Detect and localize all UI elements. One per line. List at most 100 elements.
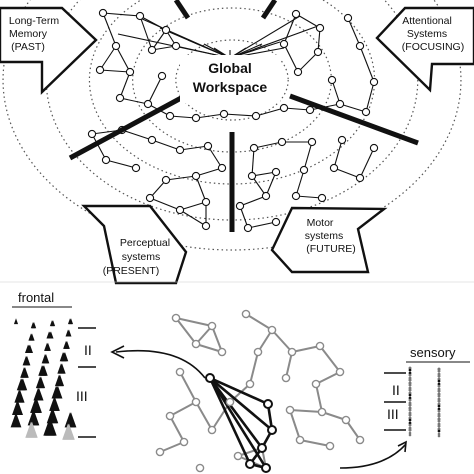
network-node <box>343 13 353 23</box>
frontal-neuron <box>46 331 52 339</box>
network-node <box>361 107 371 117</box>
frontal-layer-ii: II <box>84 342 92 358</box>
network-node <box>271 217 281 227</box>
gray-edge <box>159 441 185 453</box>
sensory-neuron <box>408 378 412 382</box>
gray-node <box>295 435 305 445</box>
gray-node <box>285 405 295 415</box>
network-node <box>175 205 185 215</box>
sensory-neuron <box>408 426 412 430</box>
sensory-neuron <box>408 411 412 415</box>
network-node <box>111 41 121 51</box>
network-edge <box>102 12 141 17</box>
network-node <box>317 193 327 203</box>
sensory-neuron <box>437 414 441 418</box>
sensory-neuron <box>408 403 412 407</box>
perceptual-systems-arrow: Perceptual systems (PRESENT) <box>81 204 188 285</box>
sensory-title: sensory <box>410 345 456 360</box>
frontal-neuron <box>59 352 67 362</box>
dotted-ring <box>2 0 462 251</box>
frontal-neuron <box>38 365 46 376</box>
gray-edge <box>315 371 341 385</box>
network-edge <box>151 139 181 151</box>
network-edge <box>359 45 375 83</box>
sensory-neuron <box>437 399 441 403</box>
network-node <box>95 65 105 75</box>
network-edge <box>207 145 223 169</box>
gray-node <box>165 411 175 421</box>
network-node <box>305 105 315 115</box>
arrow-to-sensory <box>339 443 407 469</box>
network-node <box>235 201 245 211</box>
network-node <box>369 143 379 153</box>
network-edge <box>365 81 375 113</box>
network-edge <box>139 15 153 51</box>
network-edge <box>179 145 209 151</box>
sensory-neuron <box>437 394 441 398</box>
network-node <box>315 23 325 33</box>
spoke-left <box>68 94 185 161</box>
network-node <box>191 113 201 123</box>
frontal-neuron <box>43 419 55 436</box>
sensory-layer-iii: III <box>387 406 399 422</box>
attentional-systems-arrow: Attentional Systems (FOCUSING) <box>375 6 474 93</box>
gray-node <box>253 347 263 357</box>
network-edge <box>115 45 131 73</box>
gray-node <box>287 347 297 357</box>
motor-systems-line3: (FUTURE) <box>306 243 356 255</box>
gray-node <box>179 437 189 447</box>
frontal-neuron <box>14 389 24 403</box>
frontal-neuron <box>25 344 31 353</box>
frontal-neuron <box>33 387 43 401</box>
frontal-neuron <box>49 320 55 327</box>
perceptual-systems-line2: systems <box>122 251 161 263</box>
sensory-neuron <box>408 398 412 402</box>
network-node <box>313 47 323 57</box>
sensory-neuron <box>408 391 412 395</box>
network-edge <box>119 97 149 105</box>
network-edge <box>119 71 131 99</box>
network-node <box>87 129 97 139</box>
network-edge <box>331 79 341 105</box>
gray-edge <box>315 383 323 413</box>
frontal-neuron <box>28 333 34 341</box>
sensory-neuron <box>408 406 412 410</box>
frontal-neuron <box>30 399 40 413</box>
frontal-column: frontal II III <box>10 290 96 440</box>
network-nodes <box>87 8 379 233</box>
gray-node <box>175 367 185 377</box>
workspace-label: Workspace <box>193 79 268 95</box>
network-node <box>203 141 213 151</box>
network-node <box>243 223 253 233</box>
frontal-neuron <box>46 408 58 424</box>
network-node <box>143 99 153 109</box>
network-edge <box>359 147 375 179</box>
sensory-neuron <box>437 429 441 433</box>
gray-node <box>207 425 217 435</box>
sensory-neuron <box>437 402 441 406</box>
gray-edge <box>257 329 273 353</box>
sensory-neuron <box>408 408 412 412</box>
network-node <box>101 155 111 165</box>
black-node <box>263 399 273 409</box>
attentional-systems-line2: Systems <box>407 28 447 40</box>
network-node <box>131 163 141 173</box>
network-node <box>147 135 157 145</box>
network-edge <box>297 51 319 73</box>
network-edge <box>255 107 285 117</box>
frontal-neuron <box>25 421 37 438</box>
gray-edge <box>289 409 323 413</box>
frontal-neuron <box>22 355 30 366</box>
gray-edge <box>169 415 185 443</box>
sensory-neuron <box>437 369 441 373</box>
gray-edge <box>249 351 259 385</box>
network-edge <box>195 167 223 177</box>
sensory-neuron <box>408 388 412 392</box>
network-node <box>125 67 135 77</box>
sensory-neuron <box>437 427 441 431</box>
frontal-neuron-cells <box>10 318 77 440</box>
gray-edge <box>195 343 223 353</box>
gray-node <box>191 397 201 407</box>
network-node <box>165 111 175 121</box>
network-node <box>247 171 257 181</box>
